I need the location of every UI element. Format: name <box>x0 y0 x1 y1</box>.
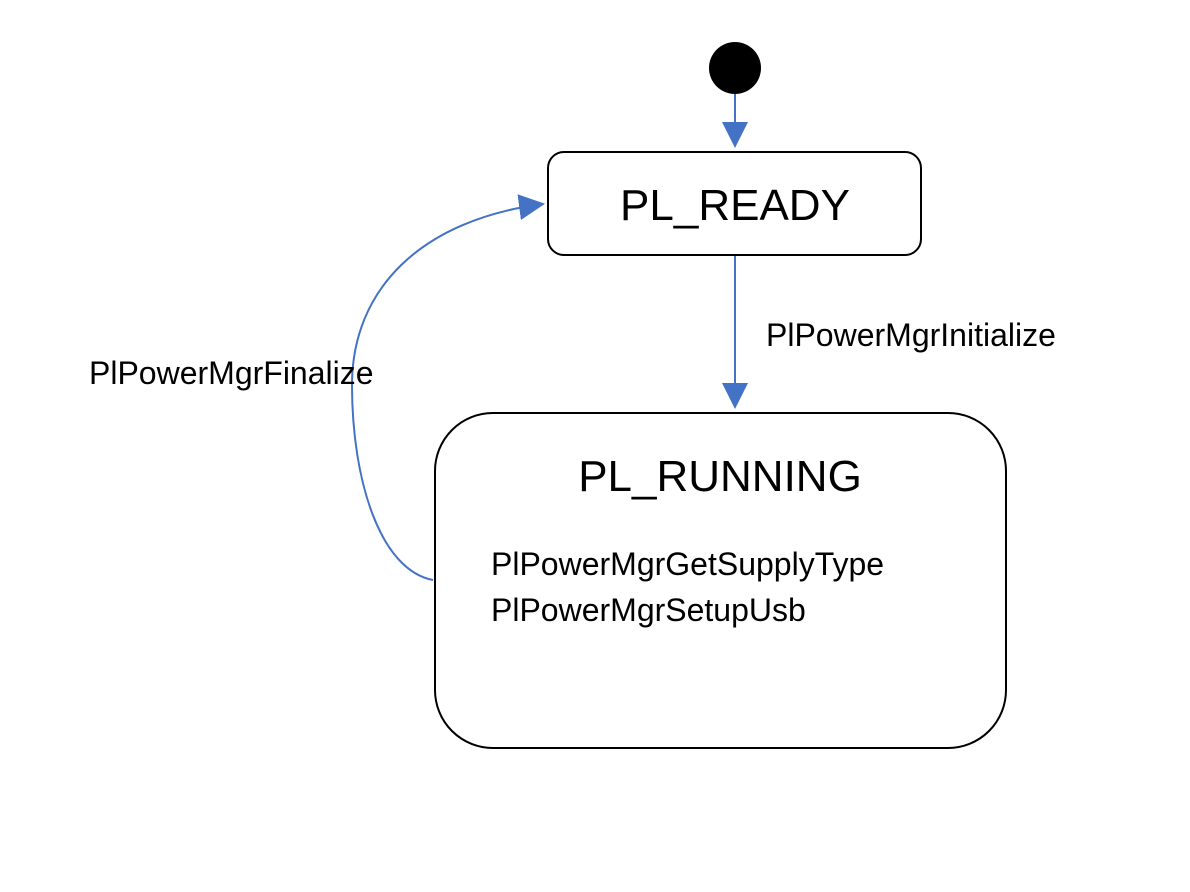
state-pl-running-activity: PlPowerMgrGetSupplyType <box>491 546 884 582</box>
state-pl-running-box <box>434 412 1007 749</box>
state-pl-ready-title: PL_READY <box>620 181 850 230</box>
finalize-transition-label: PlPowerMgrFinalize <box>89 355 374 391</box>
state-pl-ready[interactable]: PL_READY <box>547 151 922 256</box>
state-pl-ready-box <box>547 151 922 256</box>
state-pl-running-title: PL_RUNNING <box>578 452 862 501</box>
state-pl-running[interactable]: PL_RUNNING PlPowerMgrGetSupplyType PlPow… <box>434 412 1007 749</box>
finalize-transition-arrow <box>350 194 545 581</box>
initialize-transition-label: PlPowerMgrInitialize <box>766 317 1056 353</box>
state-pl-running-activity: PlPowerMgrSetupUsb <box>491 592 806 628</box>
initial-state-node <box>709 42 761 94</box>
